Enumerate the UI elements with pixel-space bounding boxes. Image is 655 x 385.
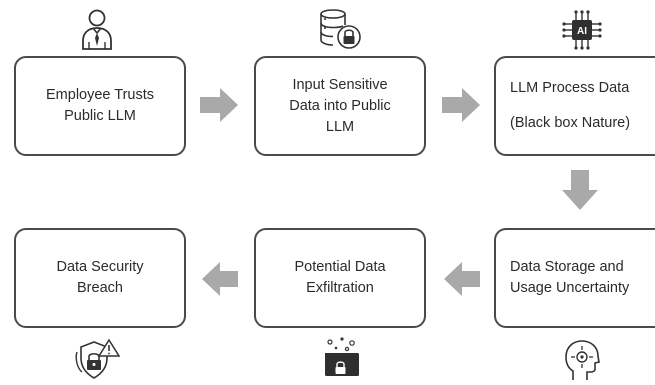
svg-text:AI: AI: [577, 26, 587, 37]
arrow-left-icon: [444, 262, 480, 296]
step-label: Usage Uncertainty: [510, 280, 630, 296]
step-label: Breach: [77, 280, 123, 296]
folder-exfiltration-icon: [325, 337, 359, 376]
step-security-breach-box: Data Security Breach: [14, 228, 186, 328]
step-input-data-box: Input Sensitive Data into Public LLM: [254, 56, 426, 156]
step-storage-uncertainty-box: Data Storage and Usage Uncertainty: [494, 228, 655, 328]
step-label: Data Storage and: [510, 259, 624, 275]
step-label: Data Security: [56, 259, 144, 275]
ai-chip-icon: AI: [562, 10, 602, 50]
head-question-icon: [565, 340, 600, 380]
employee-icon: [82, 9, 112, 50]
step-label: Input Sensitive: [292, 76, 388, 93]
step-label: LLM Process Data: [510, 80, 630, 96]
step-label: (Black box Nature): [510, 115, 631, 131]
step-label: LLM: [325, 118, 355, 135]
step-data-exfiltration-box: Potential Data Exfiltration: [254, 228, 426, 328]
step-llm-process-box: LLM Process Data (Black box Nature): [494, 56, 655, 156]
step-label: Exfiltration: [306, 280, 374, 296]
step-label: Public LLM: [64, 108, 136, 124]
step-employee-trusts-box: Employee Trusts Public LLM: [14, 56, 186, 156]
step-label: Data into Public: [289, 97, 391, 114]
arrow-right-icon: [442, 88, 480, 122]
arrow-left-icon: [202, 262, 238, 296]
arrow-right-icon: [200, 88, 238, 122]
database-lock-icon: [320, 9, 361, 49]
step-label: Employee Trusts: [46, 87, 154, 103]
step-label: Potential Data: [294, 259, 386, 275]
shield-alert-icon: [75, 338, 120, 379]
arrow-down-icon: [562, 170, 598, 210]
